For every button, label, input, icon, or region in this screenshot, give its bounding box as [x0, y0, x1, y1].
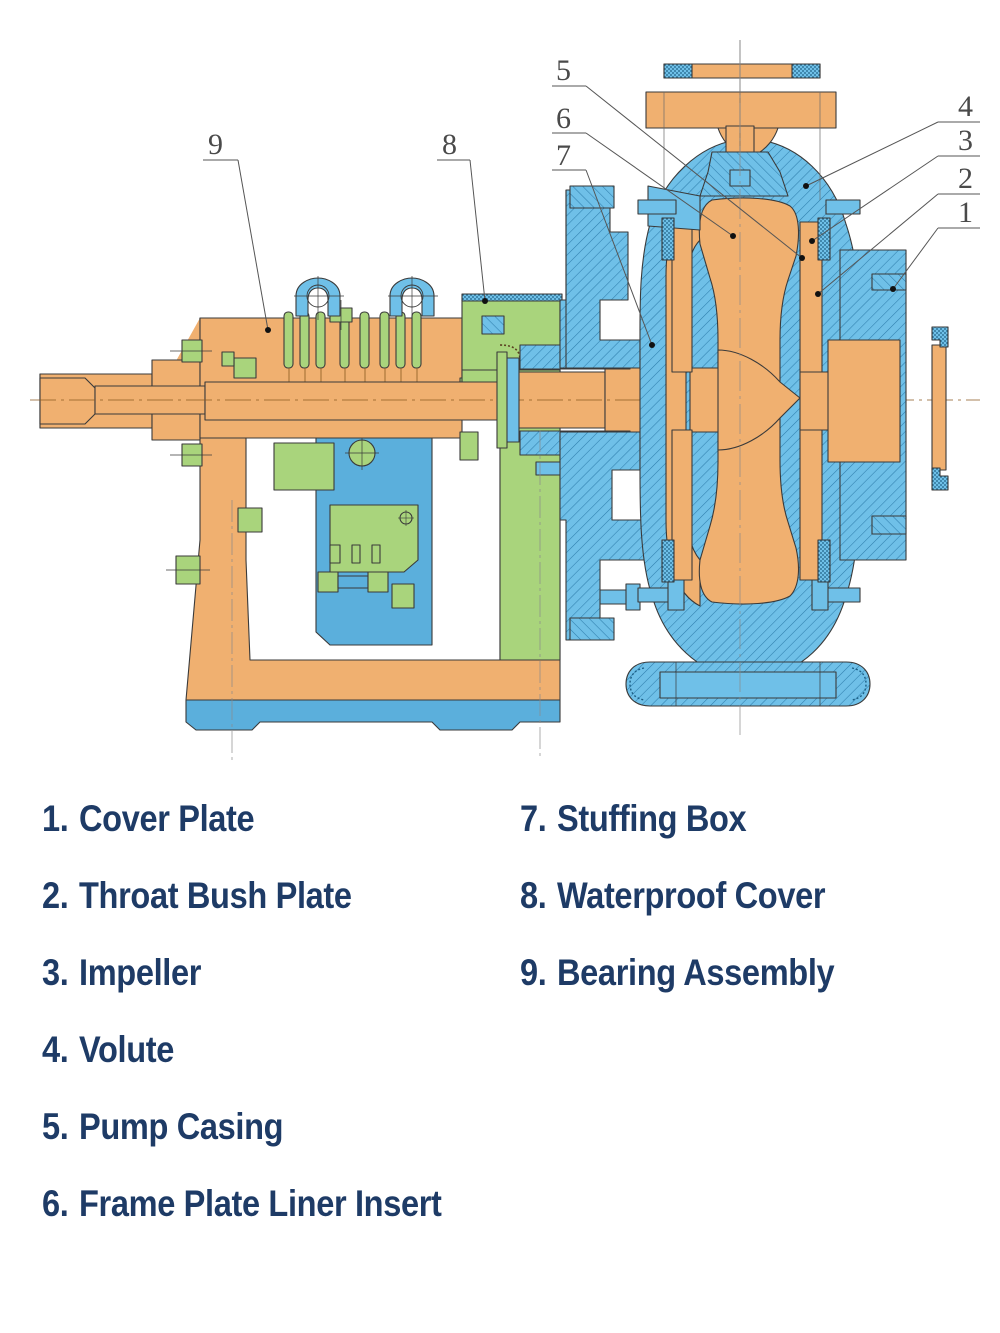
legend-item-4: 4. Volute: [42, 1031, 456, 1068]
legend-item-1-number: 1.: [42, 798, 69, 839]
legend-item-9: 9. Bearing Assembly: [520, 954, 934, 991]
legend-item-6-label: Frame Plate Liner Insert: [79, 1183, 442, 1224]
callout-number-7: 7: [556, 139, 571, 172]
legend-item-7-number: 7.: [520, 798, 547, 839]
legend-item-3: 3. Impeller: [42, 954, 456, 991]
parts-legend: 1. Cover Plate 2. Throat Bush Plate 3. I…: [0, 800, 1000, 1333]
callout-number-2: 2: [958, 162, 973, 195]
impeller: [689, 197, 801, 605]
callout-number-1: 1: [958, 196, 973, 229]
lifting-lugs: [294, 276, 438, 320]
legend-item-6-number: 6.: [42, 1183, 69, 1224]
center-lines: [231, 60, 741, 760]
casing-bolts: [637, 199, 861, 611]
legend-item-7: 7. Stuffing Box: [520, 800, 934, 837]
casing-seal-strips: [661, 217, 831, 583]
legend-item-7-label: Stuffing Box: [557, 798, 747, 839]
callout-number-6: 6: [556, 102, 571, 135]
callout-numbers: 5 6 7 4 3 2 1 9 8: [208, 54, 973, 229]
legend-item-8-label: Waterproof Cover: [557, 875, 826, 916]
legend-item-4-number: 4.: [42, 1029, 69, 1070]
diagram-svg: 5 6 7 4 3 2 1 9 8: [30, 40, 980, 760]
legend-item-2-label: Throat Bush Plate: [79, 875, 352, 916]
legend-item-1-label: Cover Plate: [79, 798, 255, 839]
legend-column-right: 7. Stuffing Box 8. Waterproof Cover 9. B…: [520, 800, 990, 1031]
cover-plate-seal: [931, 326, 949, 491]
callout-number-4: 4: [958, 90, 973, 123]
legend-item-5: 5. Pump Casing: [42, 1108, 456, 1145]
callout-number-8: 8: [442, 128, 457, 161]
legend-item-9-number: 9.: [520, 952, 547, 993]
legend-item-9-label: Bearing Assembly: [557, 952, 835, 993]
legend-item-2-number: 2.: [42, 875, 69, 916]
legend-item-3-number: 3.: [42, 952, 69, 993]
legend-column-left: 1. Cover Plate 2. Throat Bush Plate 3. I…: [42, 800, 512, 1262]
callout-leaders: [203, 85, 980, 346]
casing-foot: [625, 661, 871, 707]
legend-item-1: 1. Cover Plate: [42, 800, 456, 837]
base-plate: [185, 699, 561, 731]
legend-item-6: 6. Frame Plate Liner Insert: [42, 1185, 456, 1222]
legend-item-2: 2. Throat Bush Plate: [42, 877, 456, 914]
legend-item-3-label: Impeller: [79, 952, 202, 993]
pedestal-inner-cavity: [273, 427, 433, 646]
legend-item-5-label: Pump Casing: [79, 1106, 284, 1147]
pump-cross-section-diagram: 5 6 7 4 3 2 1 9 8: [30, 40, 980, 760]
callout-number-9: 9: [208, 128, 223, 161]
callout-dots: [265, 183, 896, 348]
throat-bush: [799, 339, 901, 463]
callout-number-3: 3: [958, 124, 973, 157]
legend-item-4-label: Volute: [79, 1029, 174, 1070]
legend-item-8: 8. Waterproof Cover: [520, 877, 934, 914]
callout-number-5: 5: [556, 54, 571, 87]
legend-item-8-number: 8.: [520, 875, 547, 916]
legend-item-5-number: 5.: [42, 1106, 69, 1147]
